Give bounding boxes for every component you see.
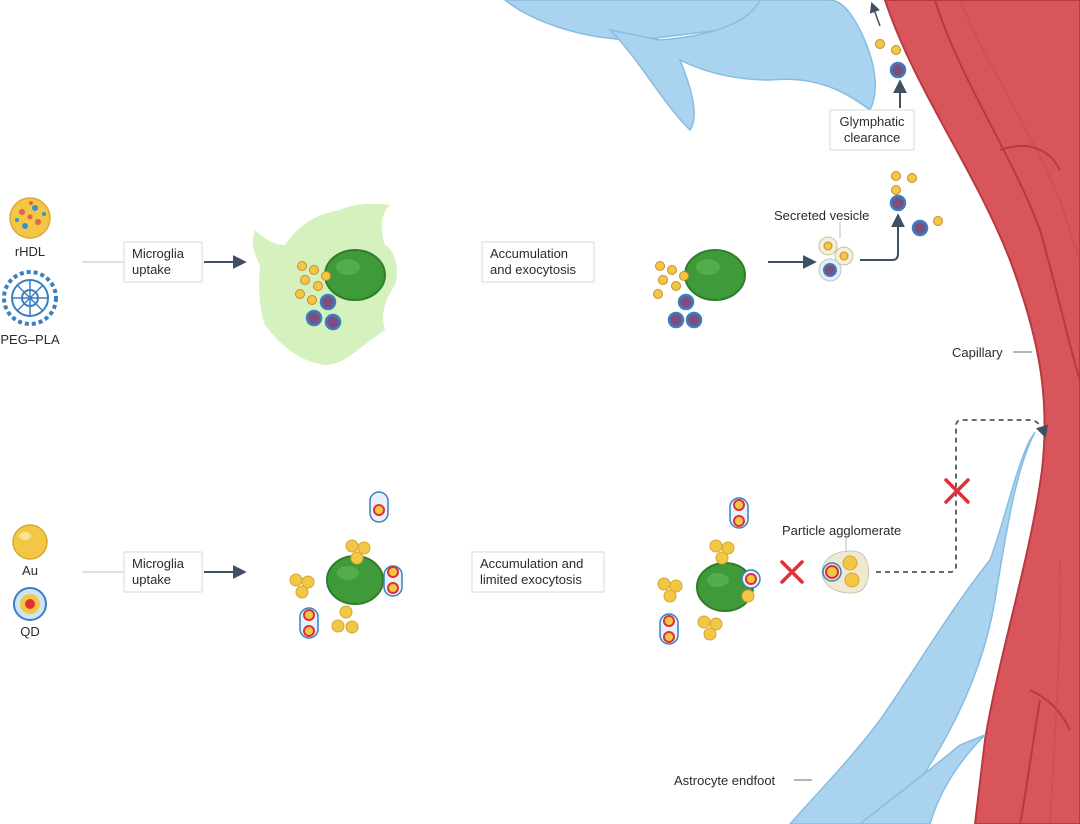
peg-pla-particle-icon <box>2 270 58 326</box>
cell-top-2-peg-cargo <box>667 293 703 329</box>
bottom-uptake-step: Microglia uptake <box>123 551 203 593</box>
particle-agglomerate-label: Particle agglomerate <box>782 523 901 538</box>
astrocyte-label-group: Astrocyte endfoot <box>674 773 812 788</box>
cell-top-1-rhdl-cargo <box>295 261 331 305</box>
astrocyte-endfoot-bottom <box>788 431 1036 824</box>
legend-rhdl-label: rHDL <box>15 244 45 259</box>
top-accumulation-step: Accumulation and exocytosis <box>481 241 595 283</box>
microglia-cell-bottom-2 <box>696 562 754 612</box>
top-accumulation-line1: Accumulation <box>490 246 568 261</box>
microglia-cell-top-1 <box>252 203 397 365</box>
legend-au-label: Au <box>22 563 38 578</box>
bottom-accumulation-line1: Accumulation and <box>480 556 583 571</box>
quantum-dot-icon <box>13 587 47 621</box>
nucleus <box>324 249 386 301</box>
legend-peg-pla-label: PEG–PLA <box>0 332 60 347</box>
clearance-exit-arrow <box>869 2 881 27</box>
vesicle-to-clearance-arrow <box>860 213 905 261</box>
legend: rHDL PEG–PLA Au QD <box>0 197 60 639</box>
top-uptake-step: Microglia uptake <box>123 241 203 283</box>
glymphatic-line1: Glymphatic <box>839 114 905 129</box>
secreted-vesicle-label: Secreted vesicle <box>774 208 869 223</box>
glymphatic-clearance-step: Glymphatic clearance <box>829 109 915 151</box>
blocked-clearance-x-icon <box>944 478 970 504</box>
secreted-vesicle <box>818 236 854 282</box>
rhdl-particle-icon <box>9 197 51 239</box>
top-accumulation-line2: and exocytosis <box>490 262 576 277</box>
microglia-cell-top-2 <box>684 249 746 301</box>
nucleus <box>696 562 754 612</box>
capillary-label: Capillary <box>952 345 1003 360</box>
particle-agglomerate <box>821 550 869 594</box>
nucleus <box>684 249 746 301</box>
released-particles <box>875 39 943 237</box>
glymphatic-line2: clearance <box>844 130 900 145</box>
top-uptake-line1: Microglia <box>132 246 185 261</box>
legend-qd-label: QD <box>20 624 40 639</box>
blocked-exocytosis-x-icon <box>780 560 804 584</box>
cell-bottom-2-qd-cargo <box>659 497 761 645</box>
blocked-clearance-path <box>876 419 1049 573</box>
cell-bottom-1-gold-cargo <box>289 539 371 634</box>
cell-bottom-1-qd-cargo <box>299 491 403 639</box>
bottom-uptake-line2: uptake <box>132 572 171 587</box>
capillary-label-group: Capillary <box>952 345 1032 360</box>
capillary-vessel <box>883 0 1080 824</box>
bottom-accumulation-step: Accumulation and limited exocytosis <box>471 551 605 593</box>
bottom-accumulation-line2: limited exocytosis <box>480 572 582 587</box>
astrocyte-endfoot-label: Astrocyte endfoot <box>674 773 776 788</box>
cell-top-1-peg-cargo <box>305 293 342 331</box>
cell-top-2-rhdl-cargo <box>653 261 689 299</box>
gold-particle-icon <box>12 524 48 560</box>
cell-bottom-2-gold-cargo <box>657 539 755 641</box>
top-uptake-line2: uptake <box>132 262 171 277</box>
bottom-uptake-line1: Microglia <box>132 556 185 571</box>
astrocyte-endfoot-top <box>503 0 876 132</box>
